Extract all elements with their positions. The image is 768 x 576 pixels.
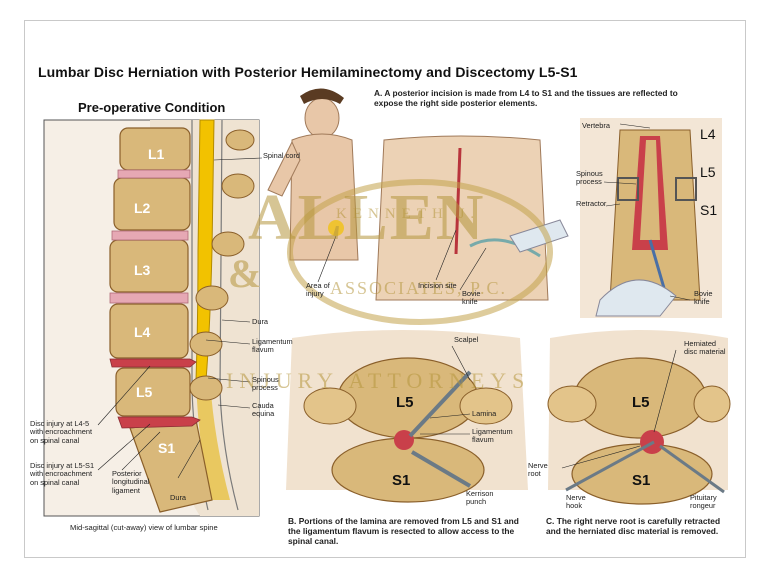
vertebra-label-l2: L2 [134,200,151,216]
watermark-logo: ALLEN [248,181,486,254]
label-bovie-knife-2: Bovie knife [462,289,481,307]
vertebra-label-s1: S1 [158,440,176,456]
label-c-l5: L5 [632,394,650,411]
vertebra-label-l5: L5 [136,384,153,400]
label-ligamentum-flavum: Ligamentum flavum [252,337,293,355]
label-a-l4: L4 [700,126,716,142]
label-incision-site: Incision site [418,281,457,290]
label-nerve-root: Nerve root [528,461,548,479]
label-dura: Dura [252,317,269,326]
label-b-l5: L5 [396,394,414,411]
vertebral-column [109,127,255,513]
page-title: Lumbar Disc Herniation with Posterior He… [38,64,578,80]
label-a-s1: S1 [700,202,718,218]
label-nerve-hook: Nerve hook [566,493,586,511]
preop-heading: Pre-operative Condition [78,100,226,115]
watermark-oval [287,179,553,325]
panel-c-discectomy [547,330,731,505]
vertebra-label-l4: L4 [134,324,151,340]
patient-figure [267,88,359,283]
label-spinal-cord: Spinal cord [263,151,300,160]
panel-b-lamina [286,330,528,503]
vertebra-label-l3: L3 [134,262,151,278]
label-disc-injury-l5s1: Disc injury at L5-S1 with encroachment o… [30,461,95,487]
watermark-line1: KENNETH J. [336,206,481,222]
watermark-line2: ASSOCIATES, P.C. [330,278,508,298]
cauda-equina [196,380,230,500]
label-kerrison-punch: Kerrison punch [466,489,494,507]
preop-caption: Mid-sagittal (cut-away) view of lumbar s… [70,523,218,532]
label-vertebra: Vertebra [582,121,610,130]
step-a-caption: A. A posterior incision is made from L4 … [374,88,678,108]
label-spinous-process: Spinous process [252,375,279,393]
panel-a-incision [375,135,569,301]
step-b-caption: B. Portions of the lamina are removed fr… [288,516,519,546]
label-pituitary-rongeur: Pituitary rongeur [690,493,717,511]
vertebra-label-l1: L1 [148,146,165,162]
label-cauda-equina: Cauda equina [252,401,275,419]
label-disc-injury-l45: Disc injury at L4-5 with encroachment on… [30,419,93,445]
label-c-s1: S1 [632,472,651,489]
label-herniated-disc: Herniated disc material [684,339,726,357]
watermark-amp: & [228,251,262,296]
label-bovie-knife: Bovie knife [694,289,713,307]
label-scalpel: Scalpel [454,335,479,344]
label-a-l5: L5 [700,164,716,180]
label-area-of-injury: Area of injury [306,281,330,299]
label-posterior-ligament: Posterior longitudinal ligament [112,469,150,495]
label-a-spinous-process: Spinous process [576,169,603,187]
label-b-ligamentum-flavum: Ligamentum flavum [472,427,513,445]
step-c-caption: C. The right nerve root is carefully ret… [546,516,721,536]
label-lamina: Lamina [472,409,497,418]
watermark-line3: INJURY ATTORNEYS [226,368,531,393]
panel-a-retractor [580,118,722,318]
label-b-s1: S1 [392,472,411,489]
label-dura-bottom: Dura [170,493,187,502]
label-retractor: Retractor [576,199,607,208]
